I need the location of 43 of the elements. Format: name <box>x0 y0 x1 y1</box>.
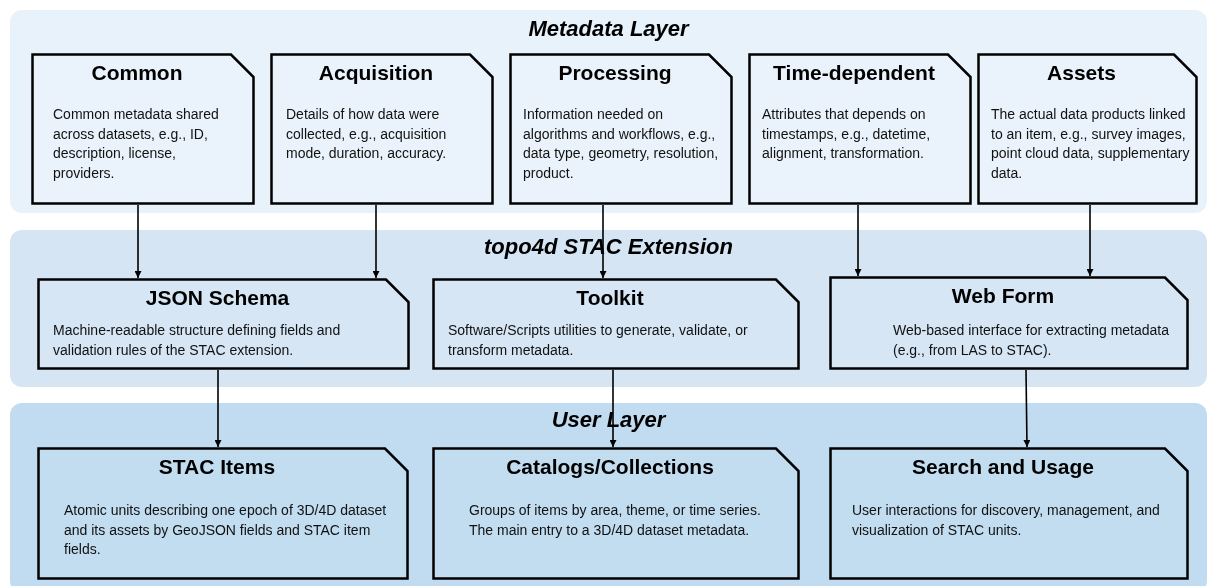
arrow <box>372 204 380 279</box>
layer-band <box>10 403 1207 586</box>
card-description: Groups of items by area, theme, or time series. The main entry to a 3D/4D dataset metadata. <box>469 501 762 540</box>
card-description: User interactions for discovery, management, and visualization of STAC units. <box>852 501 1161 540</box>
card-description: Attributes that depends on timestamps, e.g., datetime, alignment, transformation. <box>762 105 932 163</box>
card-heading: Toolkit <box>576 286 644 309</box>
card-heading: Assets <box>1047 61 1116 84</box>
folded-corner-card <box>509 53 733 205</box>
card-description: Machine-readable structure defining fields and validation rules of the STAC extension. <box>53 321 342 360</box>
folded-corner-card <box>829 276 1189 370</box>
arrow <box>1086 204 1094 277</box>
arrow <box>1023 369 1031 448</box>
arrow <box>214 369 222 448</box>
folded-corner-card <box>748 53 972 205</box>
card-heading: Time-dependent <box>773 61 935 84</box>
arrow <box>854 204 862 277</box>
card-heading: JSON Schema <box>145 286 290 309</box>
card-heading: STAC Items <box>158 455 276 478</box>
folded-corner-card <box>37 278 410 370</box>
folded-corner-card <box>977 53 1198 205</box>
card-heading: Search and Usage <box>911 455 1095 478</box>
card-description: Common metadata shared across datasets, e.g., ID, description, license, providers. <box>53 105 220 183</box>
card-heading: Acquisition <box>318 61 434 84</box>
arrow <box>134 204 142 279</box>
card-heading: Catalogs/Collections <box>506 455 714 478</box>
card-description: The actual data products linked to an item, e.g., survey images, point cloud data, supplementary data. <box>991 105 1190 183</box>
folded-corner-card <box>37 447 409 580</box>
card-heading: Processing <box>558 61 672 84</box>
folded-corner-card <box>829 447 1189 580</box>
card-description: Details of how data were collected, e.g., acquisition mode, duration, accuracy. <box>286 105 448 163</box>
layer-title: Metadata Layer <box>528 16 689 42</box>
folded-corner-card <box>31 53 255 205</box>
card-description: Information needed on algorithms and workflows, e.g., data type, geometry, resolution, product. <box>523 105 720 183</box>
card-heading: Common <box>91 61 183 84</box>
card-description: Web-based interface for extracting metadata (e.g., from LAS to STAC). <box>893 321 1169 360</box>
folded-corner-card <box>270 53 494 205</box>
folded-corner-card <box>432 447 800 580</box>
card-description: Atomic units describing one epoch of 3D/4D dataset and its assets by GeoJSON fields and STAC item fields. <box>64 501 388 559</box>
card-heading: Web Form <box>951 284 1055 307</box>
layer-band <box>10 230 1207 387</box>
folded-corner-card <box>432 278 800 370</box>
layer-band <box>10 10 1207 213</box>
card-description: Software/Scripts utilities to generate, validate, or transform metadata. <box>448 321 749 360</box>
